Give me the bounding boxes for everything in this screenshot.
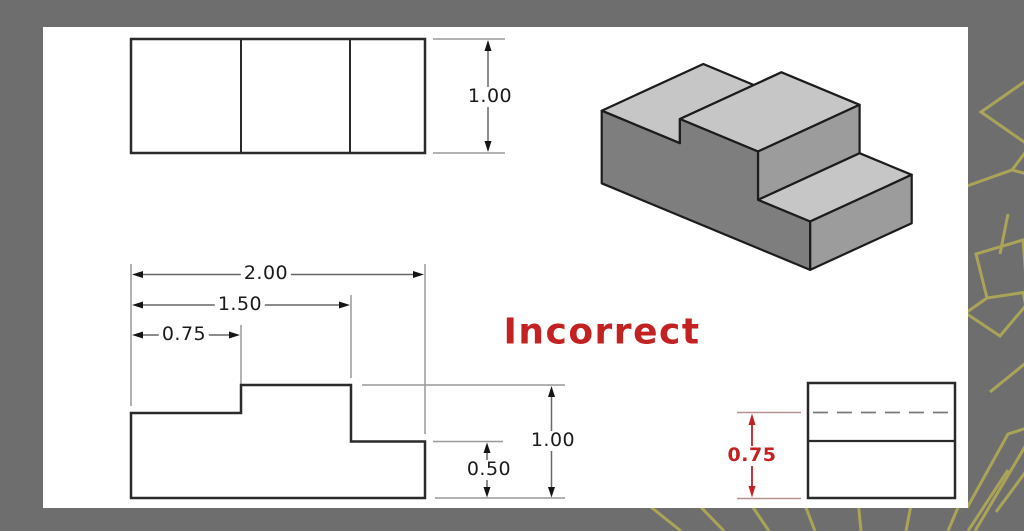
top-view-height-dim: 1.00 <box>464 86 516 107</box>
dimension-arrows <box>132 271 555 498</box>
side-view <box>737 381 957 500</box>
incorrect-label: Incorrect <box>503 311 701 353</box>
front-width-left-dim: 0.75 <box>158 324 210 345</box>
extension-lines <box>433 38 505 154</box>
front-height-step-dim: 0.50 <box>463 459 515 480</box>
red-extension-lines <box>737 411 801 500</box>
side-view-height-dim: 0.75 <box>724 445 780 466</box>
top-view <box>129 37 505 155</box>
front-width-step-dim: 1.50 <box>214 294 266 315</box>
iso-front-face <box>600 109 812 271</box>
red-dimension-arrows <box>748 413 756 498</box>
isometric-view <box>600 62 913 271</box>
dimension-arrows <box>484 40 492 152</box>
front-view <box>129 264 565 500</box>
front-height-total-dim: 1.00 <box>527 430 579 451</box>
front-view-outline <box>129 383 427 500</box>
top-view-outline <box>129 37 427 155</box>
front-width-total-dim: 2.00 <box>240 263 292 284</box>
